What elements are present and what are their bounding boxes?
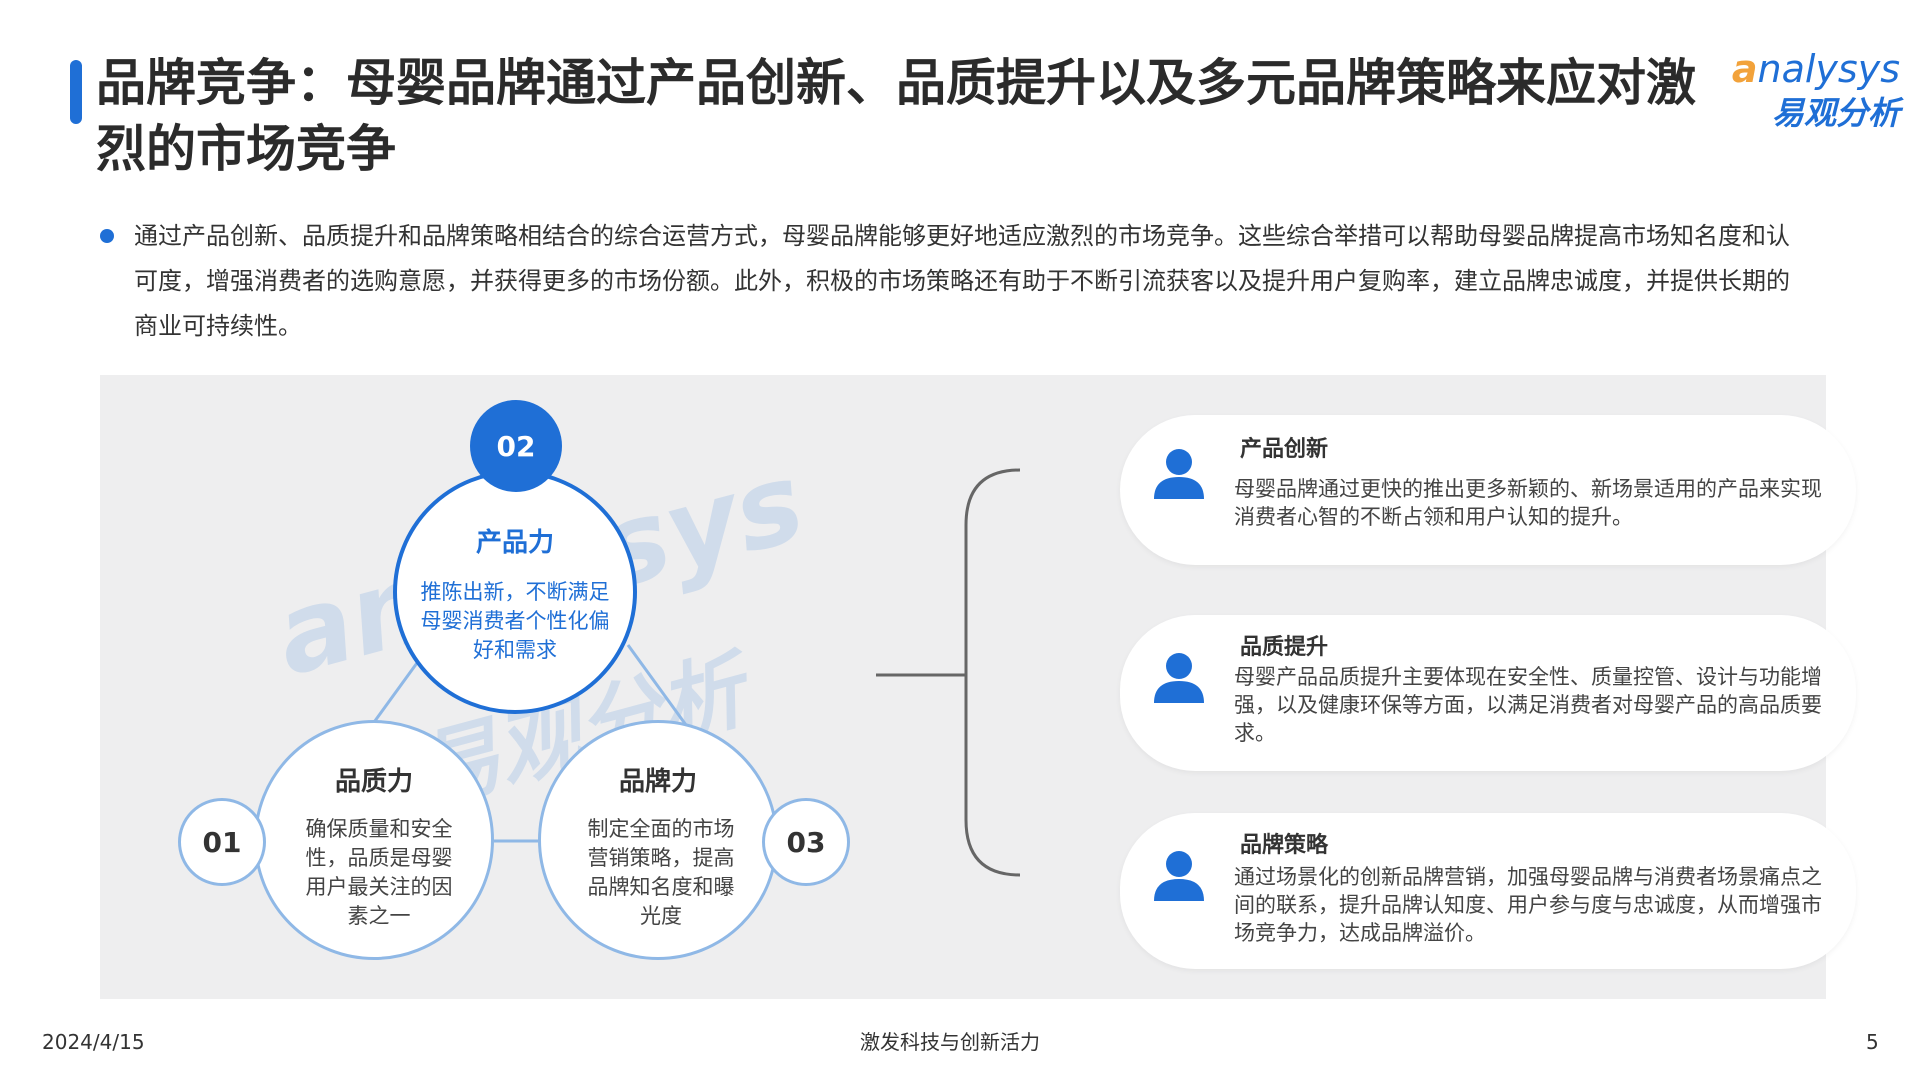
- circle-number-03: 03: [762, 798, 850, 886]
- circle-number-02: 02: [470, 400, 562, 492]
- card-brand-strategy: 品牌策略 通过场景化的创新品牌营销，加强母婴品牌与消费者场景痛点之间的联系，提升…: [1120, 813, 1856, 969]
- card-quality-improvement: 品质提升 母婴产品品质提升主要体现在安全性、质量控管、设计与功能增强，以及健康环…: [1120, 615, 1856, 771]
- circle-quality-power-title: 品质力: [334, 767, 413, 797]
- card-text: 通过场景化的创新品牌营销，加强母婴品牌与消费者场景痛点之间的联系，提升品牌认知度…: [1234, 865, 1822, 945]
- card-title: 品质提升: [1240, 635, 1329, 660]
- brand-logo: analysys 易观分析: [1700, 48, 1900, 134]
- bullet-text: 通过产品创新、品质提升和品牌策略相结合的综合运营方式，母婴品牌能够更好地适应激烈…: [134, 222, 1790, 340]
- card-product-innovation: 产品创新 母婴品牌通过更快的推出更多新颖的、新场景适用的产品来实现消费者心智的不…: [1120, 415, 1856, 565]
- circle-brand-power-title: 品牌力: [618, 767, 697, 797]
- person-icon: [1154, 449, 1204, 499]
- card-title: 产品创新: [1240, 437, 1329, 462]
- footer-slogan: 激发科技与创新活力: [860, 1030, 1040, 1054]
- circle-brand-power: 品牌力 制定全面的市场营销策略，提高品牌知名度和曝光度: [538, 720, 778, 960]
- person-icon: [1154, 851, 1204, 901]
- circle-brand-power-desc: 制定全面的市场营销策略，提高品牌知名度和曝光度: [587, 817, 735, 928]
- card-text: 母婴品牌通过更快的推出更多新颖的、新场景适用的产品来实现消费者心智的不断占领和用…: [1234, 477, 1822, 529]
- page-title: 品牌竞争：母婴品牌通过产品创新、品质提升以及多元品牌策略来应对激烈的市场竞争: [96, 54, 1696, 178]
- page-number: 5: [1866, 1030, 1879, 1054]
- bullet-dot: [100, 229, 114, 243]
- title-accent-bar: [70, 60, 82, 124]
- person-icon: [1154, 653, 1204, 703]
- connector-lines: [370, 468, 1021, 877]
- circle-product-power-title: 产品力: [475, 528, 554, 558]
- logo-en: analysys: [1700, 48, 1900, 90]
- circle-quality-power: 品质力 确保质量和安全性，品质是母婴用户最关注的因素之一: [254, 720, 494, 960]
- diagram-panel: analysys 易观分析 产品力 推陈出新，不断满足母婴消费者个性化偏好和需求…: [100, 375, 1856, 999]
- logo-cn: 易观分析: [1771, 94, 1900, 132]
- card-text: 母婴产品品质提升主要体现在安全性、质量控管、设计与功能增强，以及健康环保等方面，…: [1234, 665, 1822, 745]
- logo-en-rest: nalysys: [1757, 47, 1901, 91]
- circle-product-power-desc: 推陈出新，不断满足母婴消费者个性化偏好和需求: [420, 580, 610, 662]
- circle-product-power: 产品力 推陈出新，不断满足母婴消费者个性化偏好和需求: [393, 470, 637, 714]
- footer-date: 2024/4/15: [42, 1030, 145, 1054]
- circle-number-01: 01: [178, 798, 266, 886]
- circle-quality-power-desc: 确保质量和安全性，品质是母婴用户最关注的因素之一: [305, 817, 453, 928]
- logo-en-first: a: [1731, 47, 1758, 91]
- card-title: 品牌策略: [1240, 833, 1329, 858]
